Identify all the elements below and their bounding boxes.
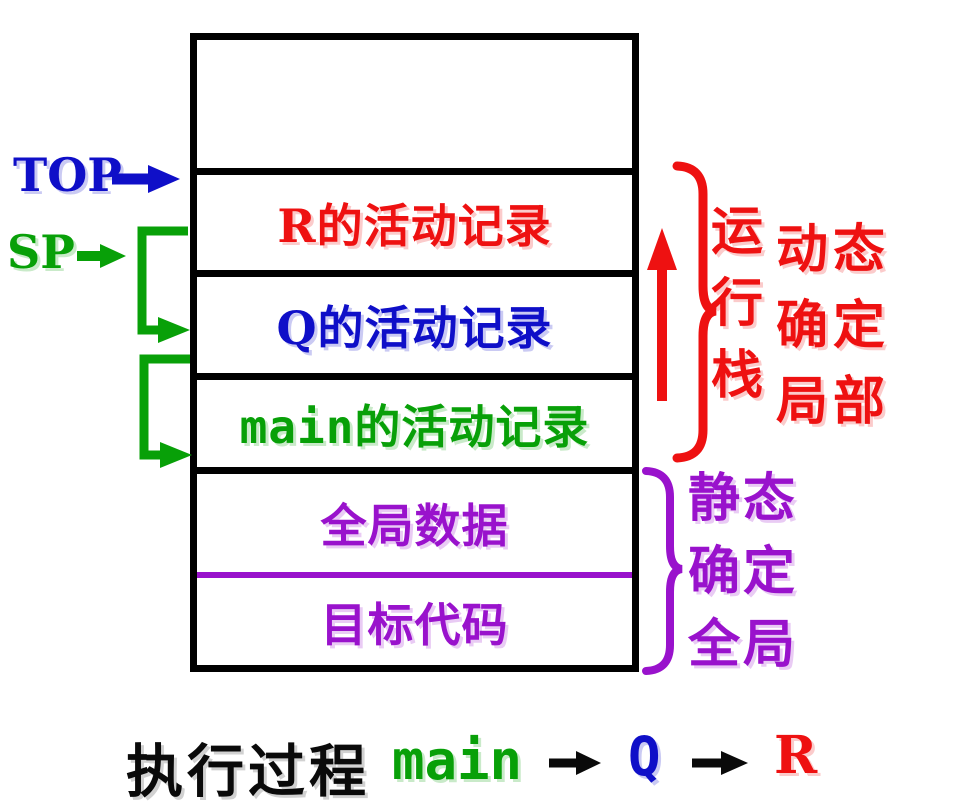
static-note-line-2: 确定 [688, 541, 799, 602]
caption-prefix: 执行过程 [126, 738, 370, 805]
runtime-stack-char-3: 栈 [710, 345, 763, 406]
caption-step-q: Q [628, 725, 661, 788]
top-arrow-icon [112, 165, 180, 193]
stack-section-free [197, 40, 632, 168]
caption-step-r: R [774, 725, 818, 786]
sp-arrow-icon [77, 244, 126, 268]
runtime-stack-char-2: 行 [710, 273, 763, 334]
dynamic-link-bracket-r-to-q [137, 226, 190, 343]
dynamic-note-line-3: 局部 [776, 371, 891, 432]
stack-growth-up-arrow-icon [647, 228, 677, 401]
stack-section-r-activation-record: R的活动记录 [197, 168, 632, 270]
dynamic-link-bracket-q-to-main [139, 354, 192, 468]
static-note-line-1: 静态 [688, 468, 799, 529]
static-note: 静态 确定 全局 [688, 462, 798, 681]
runtime-stack-char-1: 运 [710, 201, 763, 262]
flow-arrow-main-to-q-icon [549, 751, 601, 775]
dynamic-note-line-1: 动态 [776, 219, 891, 280]
caption-step-main: main [392, 729, 523, 792]
static-note-line-3: 全局 [688, 614, 799, 675]
sp-pointer-label: SP [7, 225, 75, 279]
stack-section-main-activation-record: main的活动记录 [197, 373, 632, 467]
stack-section-global-data: 全局数据 [197, 467, 632, 572]
static-area-brace [642, 467, 683, 675]
runtime-stack-vertical-label: 运 行 栈 [708, 196, 766, 412]
dynamic-note-line-2: 确定 [776, 295, 891, 356]
dynamic-note: 动态 确定 局部 [776, 212, 890, 440]
stack-box: R的活动记录 Q的活动记录 main的活动记录 全局数据 目标代码 [190, 33, 639, 672]
stack-section-object-code: 目标代码 [197, 572, 632, 665]
flow-arrow-q-to-r-icon [692, 751, 748, 775]
stack-section-q-activation-record: Q的活动记录 [197, 270, 632, 373]
top-pointer-label: TOP [13, 148, 122, 202]
